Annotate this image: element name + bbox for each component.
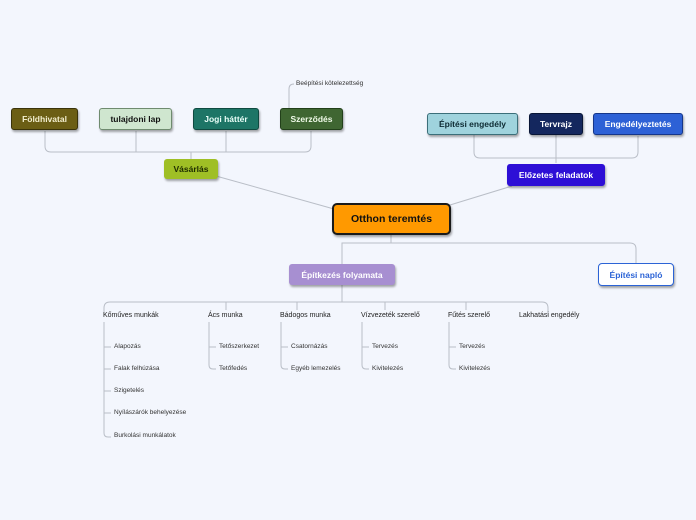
item-tetoszerkezet[interactable]: Tetőszerkezet (219, 343, 260, 350)
subtopic-epitesi-engedely[interactable]: Építési engedély (427, 113, 518, 135)
subtopic-szerzodes[interactable]: Szerződés (280, 108, 343, 130)
subtopic-jogi-hatter[interactable]: Jogi háttér (193, 108, 259, 130)
item-viz-tervezes[interactable]: Tervezés (372, 343, 399, 350)
subtopic-engedelyeztetes[interactable]: Engedélyeztetés (593, 113, 683, 135)
note-beepitesi-kotelezettseg[interactable]: Beépítési kötelezettség (296, 80, 363, 88)
group-acs-munka[interactable]: Ács munka (208, 312, 243, 319)
subtopic-foldhivatal-label: Földhivatal (22, 114, 67, 124)
subtopic-tervrajz-label: Tervrajz (540, 119, 572, 129)
group-futes-szerelo[interactable]: Fűtés szerelő (448, 312, 491, 319)
subtopic-engedelyeztetes-label: Engedélyeztetés (604, 119, 672, 129)
topic-epitkezes-folyamata-label: Építkezés folyamata (301, 269, 383, 280)
item-alapozas[interactable]: Alapozás (114, 343, 141, 350)
item-futes-tervezes[interactable]: Tervezés (459, 343, 486, 350)
subtopic-tulajdoni-lap[interactable]: tulajdoni lap (99, 108, 172, 130)
subtopic-foldhivatal[interactable]: Földhivatal (11, 108, 78, 130)
topic-vasarlas[interactable]: Vásárlás (164, 159, 218, 179)
topic-elozetes-feladatok[interactable]: Előzetes feladatok (507, 164, 605, 186)
item-burkolasi-munkalatok[interactable]: Burkolási munkálatok (114, 432, 176, 439)
note-beepitesi-kotelezettseg-label: Beépítési kötelezettség (296, 80, 364, 87)
item-viz-kivitelezes[interactable]: Kivitelezés (372, 365, 404, 372)
item-futes-kivitelezes[interactable]: Kivitelezés (459, 365, 491, 372)
item-falak-felhuzasa[interactable]: Falak felhúzása (114, 365, 160, 372)
subtopic-szerzodes-label: Szerződés (290, 114, 333, 124)
central-topic[interactable]: Otthon teremtés (332, 203, 451, 235)
item-nyilaszarok-behelyezese[interactable]: Nyílászárók behelyezése (114, 409, 187, 416)
item-tetofedes[interactable]: Tetőfedés (219, 365, 248, 372)
subtopic-tervrajz[interactable]: Tervrajz (529, 113, 583, 135)
topic-vasarlas-label: Vásárlás (173, 164, 209, 174)
item-egyeb-lemezeles[interactable]: Egyéb lemezelés (291, 365, 341, 372)
item-csatornazas[interactable]: Csatornázás (291, 343, 328, 350)
group-lakhatasi-engedely[interactable]: Lakhatási engedély (519, 312, 580, 319)
topic-epitesi-naplo[interactable]: Építési napló (598, 263, 674, 286)
subtopic-epitesi-engedely-label: Építési engedély (438, 119, 507, 129)
topic-elozetes-feladatok-label: Előzetes feladatok (518, 170, 594, 180)
group-komuves-munkak[interactable]: Kőműves munkák (103, 312, 159, 319)
topic-epitesi-naplo-label: Építési napló (609, 269, 663, 280)
central-topic-label: Otthon teremtés (350, 213, 433, 225)
subtopic-tulajdoni-lap-label: tulajdoni lap (110, 114, 161, 124)
group-badogos-munka[interactable]: Bádogos munka (280, 312, 331, 319)
item-szigeteles[interactable]: Szigetelés (114, 387, 144, 394)
topic-epitkezes-folyamata[interactable]: Építkezés folyamata (289, 264, 395, 285)
group-vizvezetek-szerelo[interactable]: Vízvezeték szerelő (361, 312, 420, 319)
subtopic-jogi-hatter-label: Jogi háttér (204, 114, 248, 124)
